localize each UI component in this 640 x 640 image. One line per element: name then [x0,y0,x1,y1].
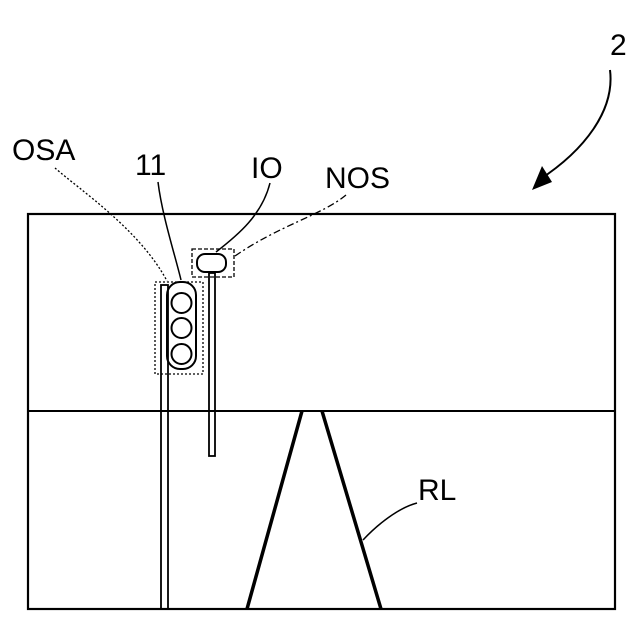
signal-lamp-top [172,293,192,313]
road-line-right [322,411,381,609]
signal-leader-line [158,182,181,280]
figure-ref-arrow-line [539,70,611,180]
rl-label: RL [418,474,456,507]
signal-lamp-bottom [172,344,192,364]
nos-label: NOS [325,162,390,195]
nos-leader-line [235,195,346,256]
rl-leader-line [363,503,417,540]
io-leader-line [216,183,270,252]
figure-ref-arrowhead [532,166,552,190]
signal-lamp-middle [172,318,192,338]
signal-label: 11 [135,149,166,182]
figure-ref-label: 2 [610,29,627,62]
osa-label: OSA [12,134,75,167]
osa-leader-line [55,168,167,281]
io-label: IO [251,152,283,185]
traffic-signal [167,282,196,369]
sign-object [197,254,226,272]
road-line-left [247,411,302,609]
sign-pole [209,273,215,456]
